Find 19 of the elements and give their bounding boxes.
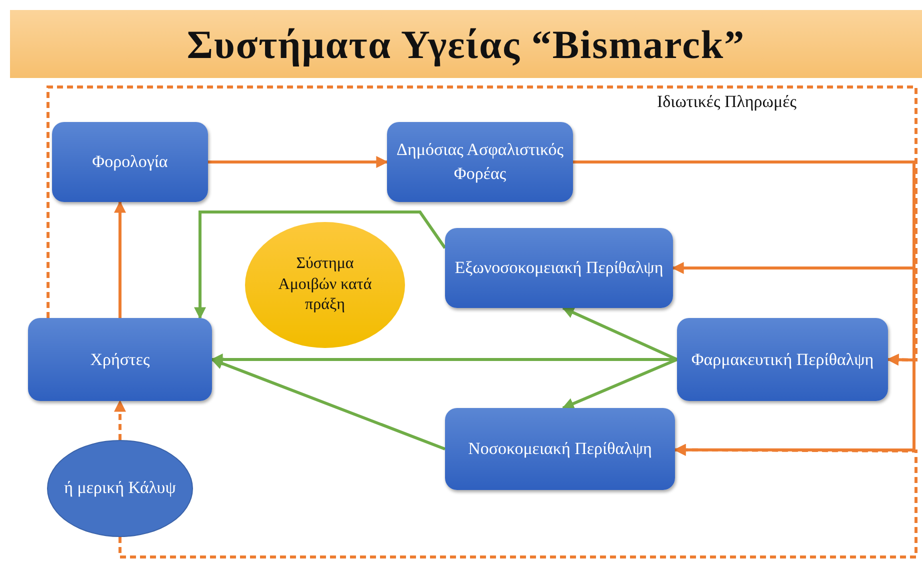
process-box: Νοσοκομειακή Περίθαλψη [445, 408, 675, 490]
process-box: Χρήστες [28, 318, 212, 401]
arrow [562, 306, 678, 361]
process-box: Φαρμακευτική Περίθαλψη [677, 318, 888, 401]
arrow [118, 444, 918, 558]
arrow [114, 200, 126, 318]
note-label: Ιδιωτικές Πληρωμές [657, 92, 796, 112]
coverage-ellipse: ή μερική Κάλυψ [47, 440, 193, 537]
arrow [562, 358, 678, 410]
arrow [46, 86, 918, 366]
title-banner: Συστήματα Υγείας “Bismarck” [10, 10, 922, 78]
arrow [194, 210, 446, 320]
system-ellipse: Σύστημα Αμοιβών κατά πράξη [245, 222, 405, 348]
process-box: Φορολογία [52, 122, 208, 202]
arrow [114, 400, 126, 440]
process-box: Εξωνοσοκομειακή Περίθαλψη [445, 228, 673, 308]
arrow [210, 358, 446, 450]
process-box: Δημόσιας Ασφαλιστικός Φορέας [387, 122, 573, 202]
arrow [208, 156, 388, 168]
